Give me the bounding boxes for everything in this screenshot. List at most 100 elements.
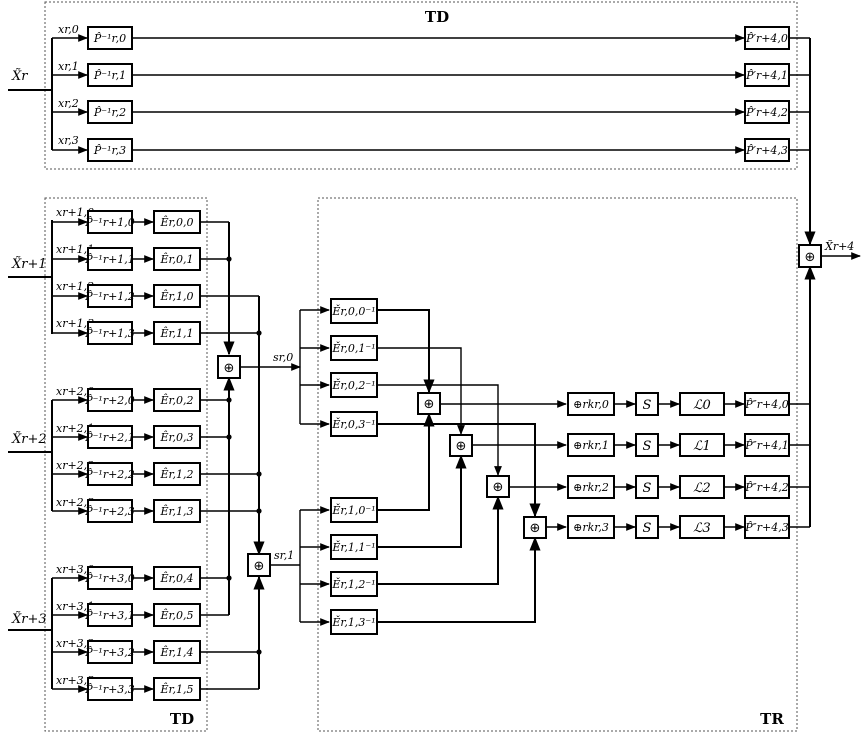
linear-label: ℒ2 bbox=[693, 481, 711, 496]
perm-label: P̂⁻¹r+3,1 bbox=[84, 609, 135, 622]
top-perm-label: P̂⁻¹r,2 bbox=[93, 106, 126, 119]
top-perm-label: P̂⁻¹r,0 bbox=[93, 32, 126, 45]
input-xr1: X̃r+1 bbox=[11, 256, 47, 272]
td-row-11: xr+3,3 P̂⁻¹r+3,3 Êr,1,5 bbox=[52, 674, 259, 701]
row-label: xr+2,2 bbox=[56, 459, 94, 472]
top-row-2: xr,2 P̂⁻¹r,2 P̂′r+4,2 bbox=[52, 97, 810, 124]
linear-label: ℒ0 bbox=[693, 398, 711, 413]
roundkey-label: ⊕rkr,3 bbox=[573, 521, 609, 534]
td-row-0: xr+1,0 P̂⁻¹r+1,0 Êr,0,0 bbox=[52, 206, 229, 234]
top-row-0: xr,0 P̂⁻¹r,0 P̂′r+4,0 bbox=[52, 23, 810, 50]
perm-label: P̂⁻¹r+1,0 bbox=[84, 216, 135, 229]
perm-label: P̂⁻¹r+1,1 bbox=[84, 253, 135, 266]
td-bottom-region bbox=[44, 197, 208, 732]
enc-label: Êr,1,3 bbox=[159, 504, 193, 518]
roundkey-label: ⊕rkr,1 bbox=[573, 439, 609, 452]
einv-box bbox=[330, 497, 378, 523]
s-r1-label: sr,1 bbox=[274, 549, 294, 562]
einv-box bbox=[330, 534, 378, 560]
einv-label: Ěr,1,0⁻¹ bbox=[331, 503, 375, 517]
out-perm-label: P̂″r+4,0 bbox=[744, 398, 788, 411]
lane-1: ⊕rkr,1 S ℒ1 P̂″r+4,1 bbox=[567, 433, 810, 457]
row-label: xr+1,1 bbox=[56, 243, 94, 256]
enc-label: Êr,1,5 bbox=[159, 682, 193, 696]
einv-boxes: Ěr,0,0⁻¹ Ěr,0,1⁻¹ Ěr,0,2⁻¹ Ěr,0,3⁻¹ Ěr,1… bbox=[330, 298, 378, 635]
tr-label: TR bbox=[760, 710, 784, 728]
perm-label: P̂⁻¹r+3,2 bbox=[84, 646, 135, 659]
td-row-10: xr+3,2 P̂⁻¹r+3,2 Êr,1,4 bbox=[52, 637, 259, 664]
enc-label: Êr,0,1 bbox=[159, 252, 193, 266]
s-r0-label: sr,0 bbox=[273, 351, 293, 364]
td-row-6: xr+2,2 P̂⁻¹r+2,2 Êr,1,2 bbox=[52, 459, 259, 486]
enc-label: Êr,0,3 bbox=[159, 430, 193, 444]
row-label: xr+3,3 bbox=[56, 674, 94, 687]
enc-label: Êr,0,0 bbox=[159, 215, 193, 229]
top-perm-label: P̂⁻¹r,3 bbox=[93, 144, 126, 157]
perm-label: P̂⁻¹r+1,2 bbox=[84, 290, 135, 303]
linear-label: ℒ1 bbox=[693, 439, 711, 454]
input-xr2: X̃r+2 bbox=[11, 431, 47, 447]
row-label: xr+2,1 bbox=[56, 422, 94, 435]
sbox-label: S bbox=[643, 481, 652, 496]
row-label: xr+3,0 bbox=[56, 563, 94, 576]
row-label: xr+2,0 bbox=[56, 385, 94, 398]
top-row-label: xr,2 bbox=[58, 97, 79, 110]
row-label: xr+1,2 bbox=[56, 280, 94, 293]
einv-label: Ěr,0,0⁻¹ bbox=[331, 304, 375, 318]
roundkey-label: ⊕rkr,0 bbox=[573, 398, 609, 411]
top-out-perm-label: P̂′r+4,3 bbox=[745, 144, 788, 157]
top-row-label: xr,1 bbox=[58, 60, 79, 73]
perm-label: P̂⁻¹r+2,3 bbox=[84, 505, 135, 518]
sbox-label: S bbox=[643, 521, 652, 536]
td-row-7: xr+2,3 P̂⁻¹r+2,3 Êr,1,3 bbox=[52, 496, 259, 523]
td-row-4: xr+2,0 P̂⁻¹r+2,0 Êr,0,2 bbox=[52, 385, 229, 412]
roundkey-label: ⊕rkr,2 bbox=[573, 481, 609, 494]
sbox-label: S bbox=[643, 439, 652, 454]
input-xr: X̃r bbox=[11, 68, 28, 84]
einv-label: Ěr,0,1⁻¹ bbox=[331, 341, 375, 355]
out-perm-label: P̂″r+4,3 bbox=[744, 521, 788, 534]
svg-text:⊕: ⊕ bbox=[456, 439, 467, 454]
enc-label: Êr,0,4 bbox=[159, 571, 193, 585]
td-row-8: xr+3,0 P̂⁻¹r+3,0 Êr,0,4 bbox=[52, 563, 229, 590]
einv-label: Ěr,1,3⁻¹ bbox=[331, 615, 375, 629]
enc-label: Êr,1,4 bbox=[159, 645, 193, 659]
lane-3: ⊕rkr,3 S ℒ3 P̂″r+4,3 bbox=[567, 515, 810, 539]
lane-xor-1: ⊕ bbox=[449, 434, 473, 457]
td-row-3: xr+1,3 P̂⁻¹r+1,3 Êr,1,1 bbox=[52, 317, 259, 345]
linear-label: ℒ3 bbox=[693, 521, 711, 536]
top-row-1: xr,1 P̂⁻¹r,1 P̂′r+4,1 bbox=[52, 60, 810, 87]
lane-xor-2: ⊕ bbox=[486, 475, 510, 498]
top-out-perm-label: P̂′r+4,0 bbox=[745, 32, 788, 45]
svg-text:⊕: ⊕ bbox=[424, 397, 435, 412]
row-label: xr+1,0 bbox=[56, 206, 94, 219]
svg-text:⊕: ⊕ bbox=[493, 480, 504, 495]
junction-dots bbox=[226, 256, 262, 655]
td-row-1: xr+1,1 P̂⁻¹r+1,1 Êr,0,1 bbox=[52, 243, 229, 271]
einv-box bbox=[330, 609, 378, 635]
top-row-label: xr,3 bbox=[58, 134, 79, 147]
lane-xor-3: ⊕ bbox=[523, 516, 547, 539]
input-xr3: X̃r+3 bbox=[11, 611, 47, 627]
perm-label: P̂⁻¹r+3,3 bbox=[84, 683, 135, 696]
lane-xor-0: ⊕ bbox=[417, 392, 441, 415]
enc-label: Êr,1,2 bbox=[159, 467, 193, 481]
td-row-9: xr+3,1 P̂⁻¹r+3,1 Êr,0,5 bbox=[52, 600, 229, 627]
td-top-label: TD bbox=[425, 8, 449, 26]
perm-label: P̂⁻¹r+2,2 bbox=[84, 468, 135, 481]
einv-box bbox=[330, 335, 378, 361]
final-xor-symbol: ⊕ bbox=[805, 250, 816, 265]
einv-label: Ěr,1,1⁻¹ bbox=[331, 540, 375, 554]
td-row-5: xr+2,1 P̂⁻¹r+2,1 Êr,0,3 bbox=[52, 422, 229, 449]
output-label: X̃r+4 bbox=[824, 240, 854, 253]
perm-label: P̂⁻¹r+2,0 bbox=[84, 394, 135, 407]
row-label: xr+3,1 bbox=[56, 600, 94, 613]
top-perm-label: P̂⁻¹r,1 bbox=[93, 69, 126, 82]
row-label: xr+3,2 bbox=[56, 637, 94, 650]
einv-routes bbox=[377, 309, 541, 623]
lane-2: ⊕rkr,2 S ℒ2 P̂″r+4,2 bbox=[567, 475, 810, 499]
lane-0: ⊕rkr,0 S ℒ0 P̂″r+4,0 bbox=[567, 392, 810, 416]
svg-text:⊕: ⊕ bbox=[530, 521, 541, 536]
einv-label: Ěr,1,2⁻¹ bbox=[331, 577, 375, 591]
xor-s1-symbol: ⊕ bbox=[254, 559, 265, 574]
